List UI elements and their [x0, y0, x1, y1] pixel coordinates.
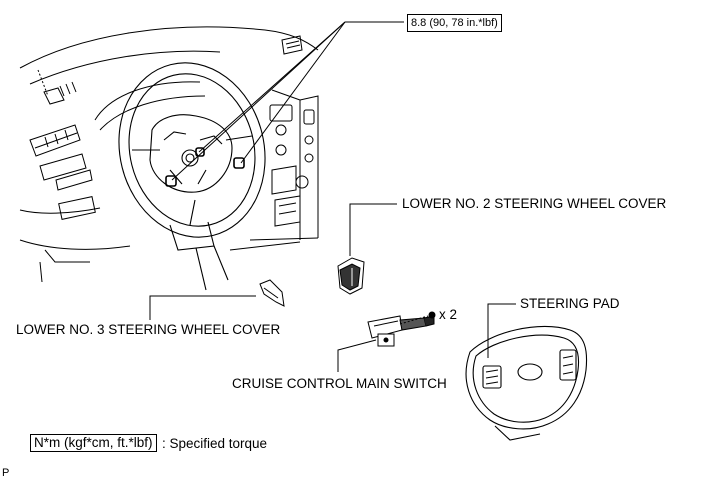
cruise-switch-drawing	[367, 311, 436, 347]
legend-description: : Specified torque	[162, 436, 268, 451]
lower-no3-cover-drawing	[259, 279, 285, 307]
dashboard-drawing	[19, 26, 319, 283]
page-marker: P	[2, 467, 10, 479]
label-lower-no2-cover: LOWER NO. 2 STEERING WHEEL COVER	[402, 196, 667, 211]
steering-pad-drawing	[465, 325, 588, 441]
leader-lines	[149, 21, 516, 372]
steering-wheel-drawing	[118, 62, 266, 291]
lower-no2-cover-drawing	[337, 257, 365, 295]
legend-unit-box: N*m (kgf*cm, ft.*lbf)	[30, 434, 157, 452]
torque-callout: 8.8 (90, 78 in.*lbf)	[407, 14, 502, 32]
quantity-callout: x 2	[439, 307, 458, 322]
label-cruise-switch: CRUISE CONTROL MAIN SWITCH	[232, 376, 447, 391]
label-steering-pad: STEERING PAD	[520, 296, 620, 311]
label-lower-no3-cover: LOWER NO. 3 STEERING WHEEL COVER	[16, 322, 281, 337]
